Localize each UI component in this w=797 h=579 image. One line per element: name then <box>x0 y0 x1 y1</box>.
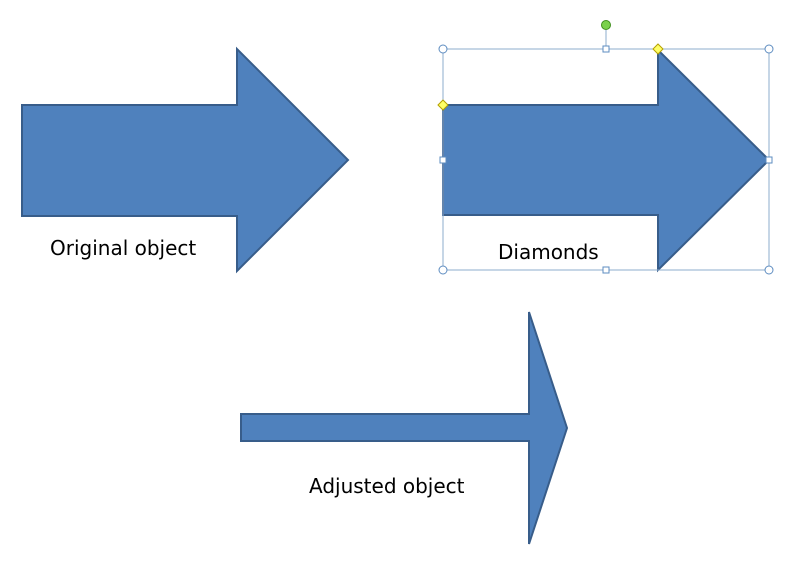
rotate-handle-icon[interactable] <box>601 20 611 30</box>
diamonds-label: Diamonds <box>498 240 599 264</box>
resize-handle-icon[interactable] <box>439 156 447 164</box>
selected-arrow-shape[interactable] <box>442 47 771 273</box>
adjusted-object-label: Adjusted object <box>309 474 465 498</box>
resize-handle-icon[interactable] <box>602 45 610 53</box>
resize-handle-icon[interactable] <box>764 265 774 275</box>
resize-handle-icon[interactable] <box>438 265 448 275</box>
adjust-diamond-icon[interactable] <box>437 99 449 111</box>
resize-handle-icon[interactable] <box>438 44 448 54</box>
original-arrow-shape[interactable] <box>21 46 350 274</box>
resize-handle-icon[interactable] <box>764 44 774 54</box>
resize-handle-icon[interactable] <box>602 266 610 274</box>
adjust-diamond-icon[interactable] <box>652 43 664 55</box>
adjusted-arrow-shape[interactable] <box>240 311 569 545</box>
selected-arrow-group[interactable] <box>437 20 774 275</box>
resize-handle-icon[interactable] <box>765 156 773 164</box>
original-object-label: Original object <box>50 236 197 260</box>
